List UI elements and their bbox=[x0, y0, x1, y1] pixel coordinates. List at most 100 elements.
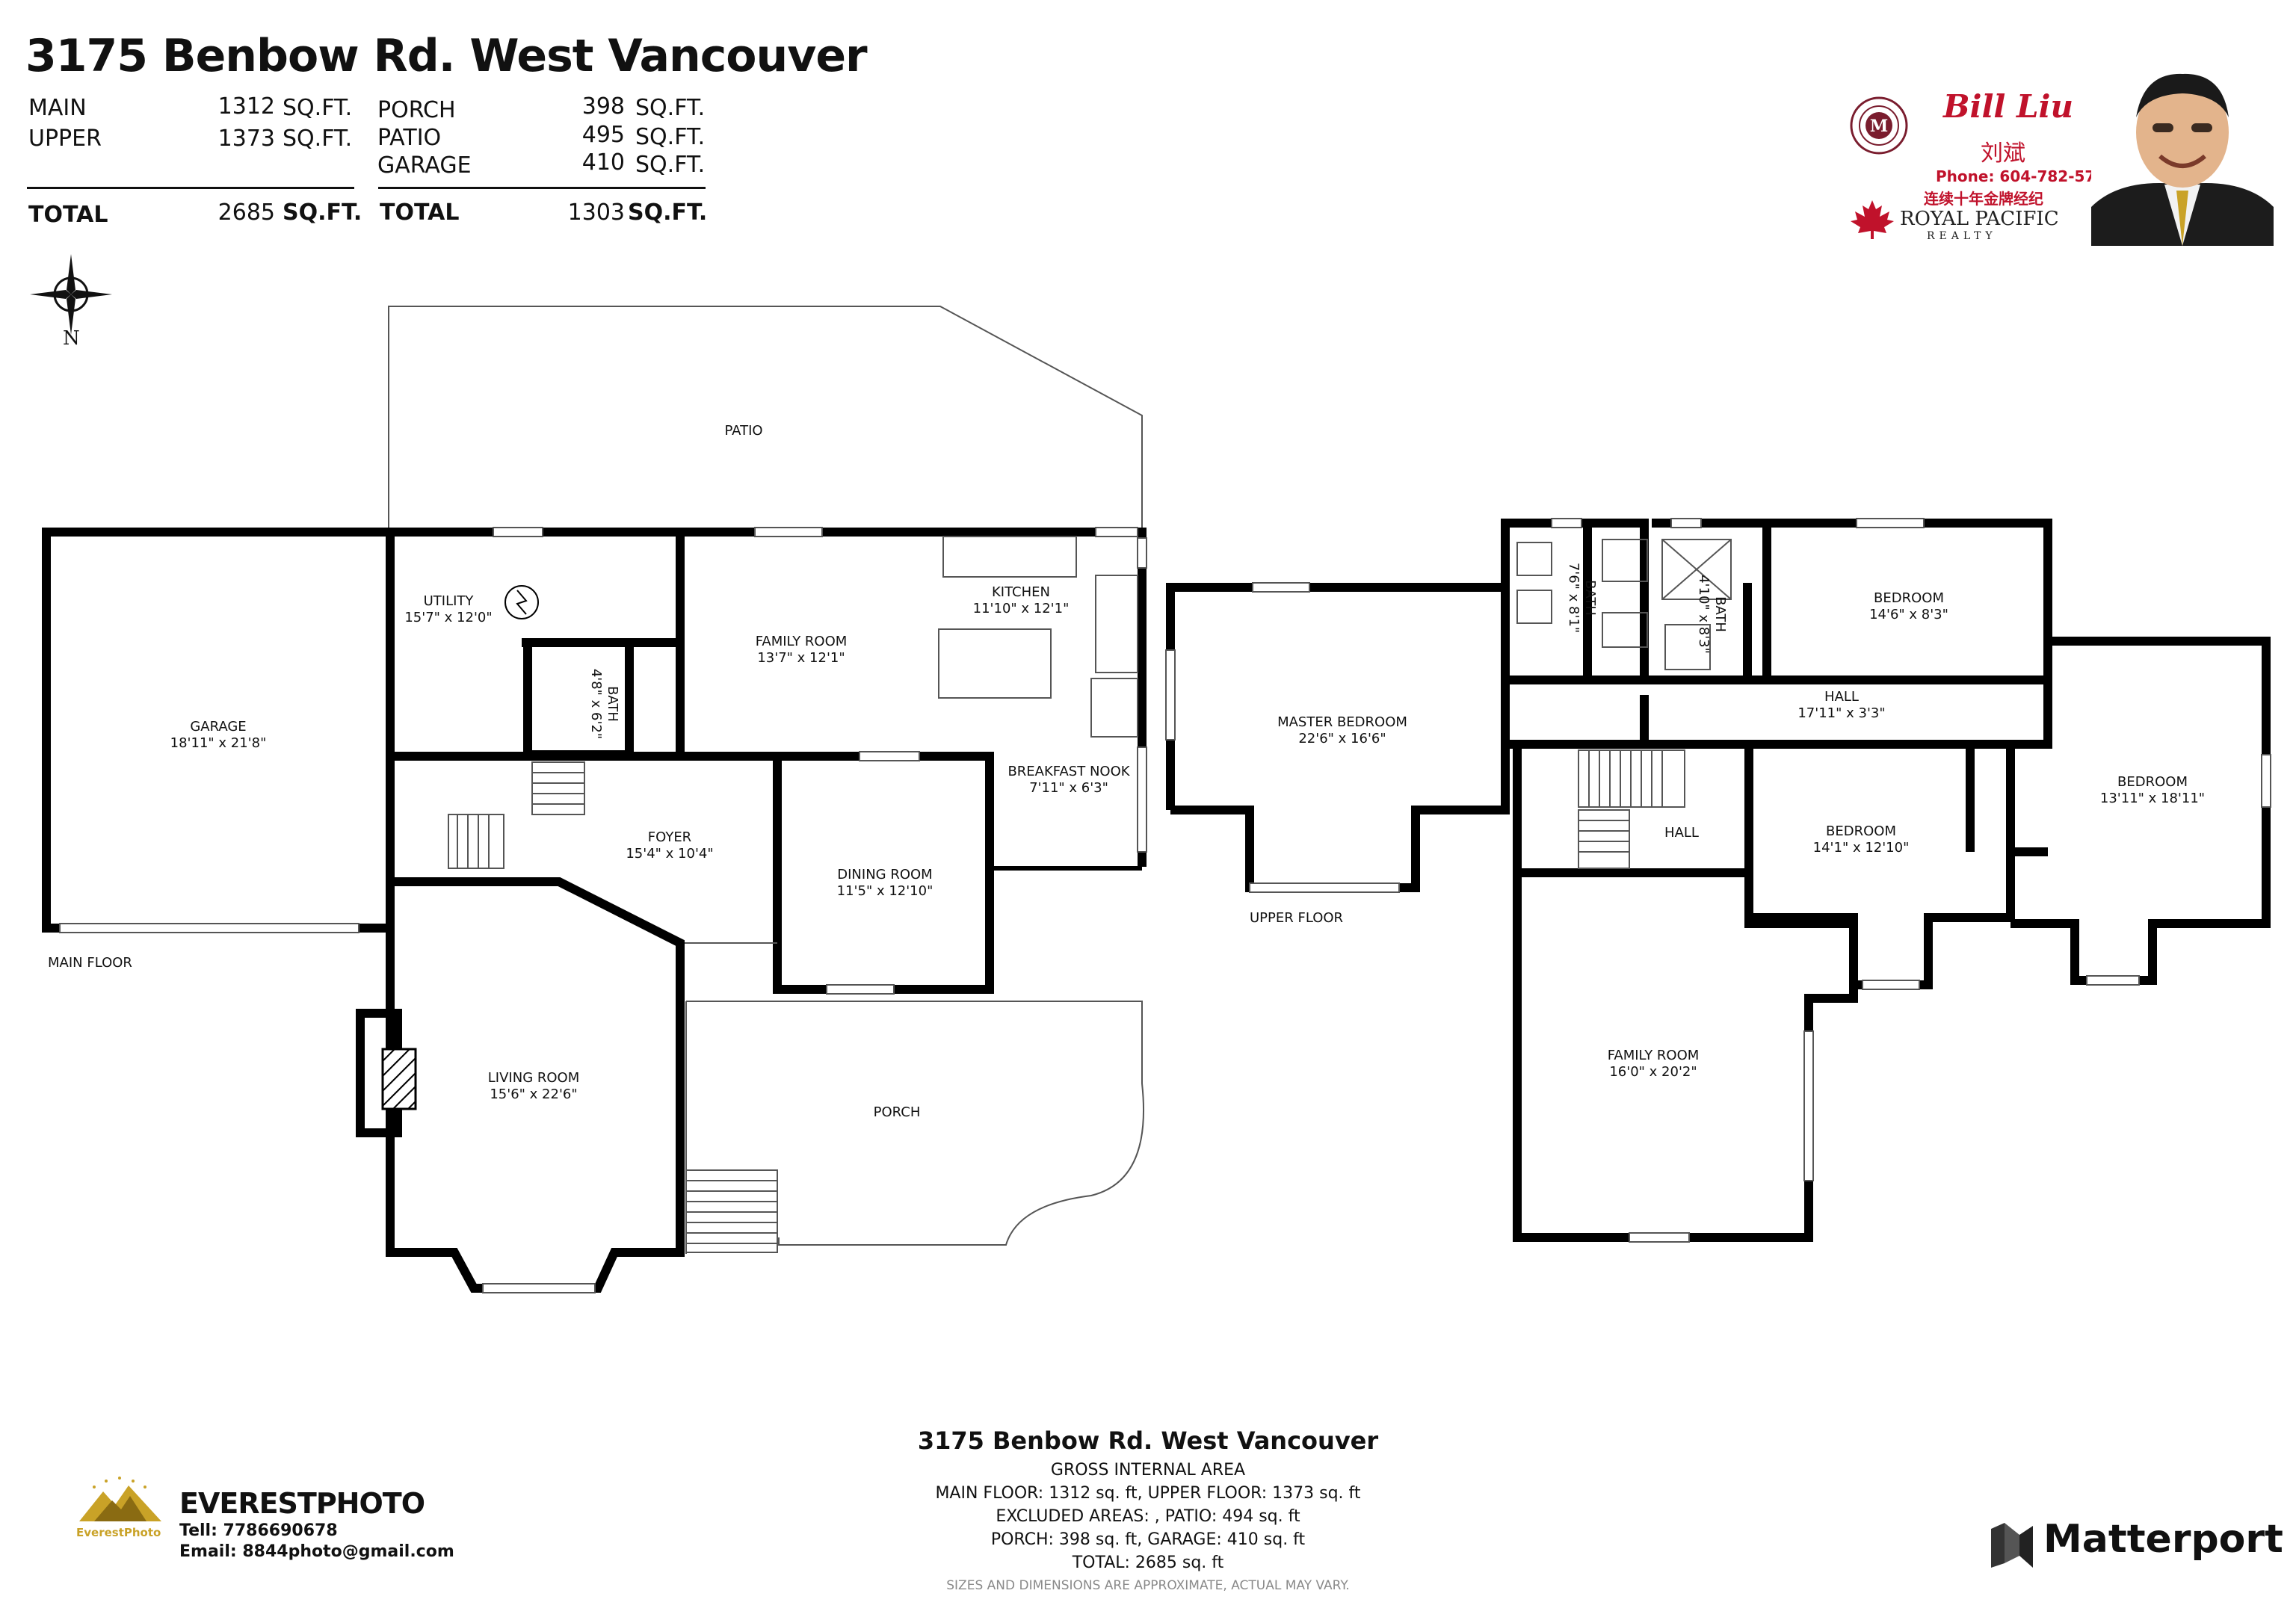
room-dimensions: 18'11" x 21'8" bbox=[170, 735, 267, 751]
company-subtitle: REALTY bbox=[1927, 230, 1997, 242]
floor-label-main: MAIN FLOOR bbox=[48, 955, 132, 971]
divider bbox=[378, 187, 706, 189]
room-breakfast-nook: BREAKFAST NOOK 7'11" x 6'3" bbox=[994, 764, 1144, 797]
agent-chinese-name: 刘斌 bbox=[1981, 140, 2025, 167]
room-name: BEDROOM bbox=[1874, 590, 1944, 606]
room-hall-2: HALL bbox=[1652, 825, 1712, 841]
fireplace-icon bbox=[381, 1048, 417, 1110]
room-patio: PATIO bbox=[695, 423, 792, 439]
electrical-panel-icon bbox=[504, 585, 539, 619]
photographer-tel: Tell: 7786690678 bbox=[179, 1521, 338, 1540]
room-foyer: FOYER 15'4" x 10'4" bbox=[595, 829, 744, 862]
area-value-upper: 1373 bbox=[217, 126, 275, 152]
room-name: BREAKFAST NOOK bbox=[1007, 764, 1130, 779]
area-label-total-left: TOTAL bbox=[28, 202, 108, 228]
matterport-logo-icon bbox=[1988, 1521, 2036, 1569]
agent-photo bbox=[2091, 58, 2274, 246]
room-bedroom-1: BEDROOM 14'6" x 8'3" bbox=[1849, 590, 1969, 623]
room-dimensions: 14'6" x 8'3" bbox=[1869, 607, 1948, 622]
area-value-patio: 495 bbox=[581, 122, 625, 148]
room-bath-upper-1: BATH 7'6" x 8'1" bbox=[1565, 553, 1598, 643]
room-dimensions: 22'6" x 16'6" bbox=[1298, 731, 1386, 746]
room-family-room-main: FAMILY ROOM 13'7" x 12'1" bbox=[726, 634, 876, 667]
room-name: PORCH bbox=[873, 1104, 921, 1120]
area-label-upper: UPPER bbox=[28, 126, 102, 152]
room-master-bedroom: MASTER BEDROOM 22'6" x 16'6" bbox=[1268, 714, 1417, 747]
footer-line: PORCH: 398 sq. ft, GARAGE: 410 sq. ft bbox=[990, 1530, 1306, 1549]
room-dimensions: 11'5" x 12'10" bbox=[836, 883, 933, 899]
everest-logo-icon: EverestPhoto bbox=[72, 1475, 169, 1544]
agent-tagline: 连续十年金牌经纪 bbox=[1924, 190, 2043, 208]
page-title: 3175 Benbow Rd. West Vancouver bbox=[25, 30, 868, 82]
room-bedroom-3: BEDROOM 13'11" x 18'11" bbox=[2093, 774, 2212, 807]
room-dimensions: 14'1" x 12'10" bbox=[1812, 840, 1910, 856]
area-unit-garage: SQ.FT. bbox=[635, 152, 706, 178]
room-garage: GARAGE 18'11" x 21'8" bbox=[144, 719, 293, 752]
room-name: FAMILY ROOM bbox=[1607, 1048, 1700, 1063]
room-dimensions: 11'10" x 12'1" bbox=[972, 601, 1070, 616]
compass-label: N bbox=[63, 327, 80, 350]
room-dining-room: DINING ROOM 11'5" x 12'10" bbox=[810, 867, 960, 900]
area-label-main: MAIN bbox=[28, 95, 87, 121]
area-unit-total-right: SQ.FT. bbox=[628, 200, 708, 226]
room-name: BEDROOM bbox=[1826, 823, 1896, 839]
room-dimensions: 17'11" x 3'3" bbox=[1797, 705, 1886, 721]
area-value-porch: 398 bbox=[581, 93, 625, 120]
room-dimensions: 15'6" x 22'6" bbox=[490, 1086, 578, 1102]
area-value-total-left: 2685 bbox=[217, 200, 275, 226]
footer-line: GROSS INTERNAL AREA bbox=[1050, 1461, 1246, 1480]
footer-line: EXCLUDED AREAS: , PATIO: 494 sq. ft bbox=[996, 1507, 1300, 1526]
area-value-garage: 410 bbox=[581, 149, 625, 176]
room-name: HALL bbox=[1824, 689, 1859, 705]
area-label-patio: PATIO bbox=[377, 125, 442, 151]
agent-phone: Phone: 604-782-5782 bbox=[1936, 167, 2117, 185]
everest-logo-text: EverestPhoto bbox=[76, 1526, 161, 1539]
compass-icon: N bbox=[28, 253, 114, 357]
main-stairs bbox=[448, 761, 585, 869]
area-value-main: 1312 bbox=[217, 93, 275, 120]
footer-line: TOTAL: 2685 sq. ft bbox=[1072, 1554, 1224, 1572]
room-porch: PORCH bbox=[852, 1104, 942, 1121]
area-unit-patio: SQ.FT. bbox=[635, 124, 706, 150]
room-living-room: LIVING ROOM 15'6" x 22'6" bbox=[459, 1070, 608, 1103]
room-dimensions: 4'10" x 8'3" bbox=[1696, 575, 1712, 654]
room-dimensions: 4'8" x 6'2" bbox=[588, 668, 604, 740]
room-dimensions: 16'0" x 20'2" bbox=[1609, 1064, 1697, 1080]
upper-stairs bbox=[1578, 749, 1685, 869]
room-name: BEDROOM bbox=[2117, 774, 2188, 790]
footer-line: MAIN FLOOR: 1312 sq. ft, UPPER FLOOR: 13… bbox=[935, 1484, 1361, 1503]
room-bath-main: BATH 4'8" x 6'2" bbox=[587, 659, 620, 749]
room-name: GARAGE bbox=[190, 719, 247, 735]
area-value-total-right: 1303 bbox=[567, 200, 625, 226]
room-name: KITCHEN bbox=[992, 584, 1050, 600]
area-table: MAIN 1312 SQ.FT. UPPER 1373 SQ.FT. TOTAL… bbox=[0, 0, 747, 239]
room-dimensions: 13'11" x 18'11" bbox=[2099, 791, 2206, 806]
area-label-porch: PORCH bbox=[377, 97, 456, 123]
room-hall-1: HALL 17'11" x 3'3" bbox=[1782, 689, 1901, 722]
company-name: ROYAL PACIFIC bbox=[1900, 208, 2059, 230]
patio-outline bbox=[388, 306, 1143, 532]
room-name: BATH bbox=[605, 686, 620, 722]
medallion-seal-icon: M bbox=[1849, 96, 1909, 155]
footer-title: 3175 Benbow Rd. West Vancouver bbox=[917, 1426, 1379, 1455]
room-dimensions: 13'7" x 12'1" bbox=[757, 650, 845, 666]
room-dimensions: 7'11" x 6'3" bbox=[1029, 780, 1108, 796]
room-family-room-upper: FAMILY ROOM 16'0" x 20'2" bbox=[1593, 1048, 1713, 1081]
disclaimer: SIZES AND DIMENSIONS ARE APPROXIMATE, AC… bbox=[946, 1578, 1350, 1593]
room-name: LIVING ROOM bbox=[487, 1070, 580, 1086]
room-name: FOYER bbox=[647, 829, 692, 845]
area-unit-porch: SQ.FT. bbox=[635, 95, 706, 121]
room-bedroom-2: BEDROOM 14'1" x 12'10" bbox=[1801, 823, 1921, 856]
porch-outline bbox=[686, 1001, 1145, 1246]
room-name: PATIO bbox=[724, 423, 763, 439]
maple-leaf-icon bbox=[1849, 199, 1895, 241]
room-name: BATH bbox=[1582, 580, 1598, 616]
porch-stairs bbox=[685, 1169, 778, 1253]
room-name: UTILITY bbox=[423, 593, 474, 609]
photographer-name: EVERESTPHOTO bbox=[179, 1487, 425, 1520]
room-kitchen: KITCHEN 11'10" x 12'1" bbox=[946, 584, 1096, 617]
area-unit-main: SQ.FT. bbox=[283, 95, 353, 121]
kitchen-island bbox=[938, 628, 1052, 699]
footer-summary: 3175 Benbow Rd. West Vancouver GROSS INT… bbox=[0, 1423, 2296, 1574]
room-utility: UTILITY 15'7" x 12'0" bbox=[396, 593, 501, 626]
